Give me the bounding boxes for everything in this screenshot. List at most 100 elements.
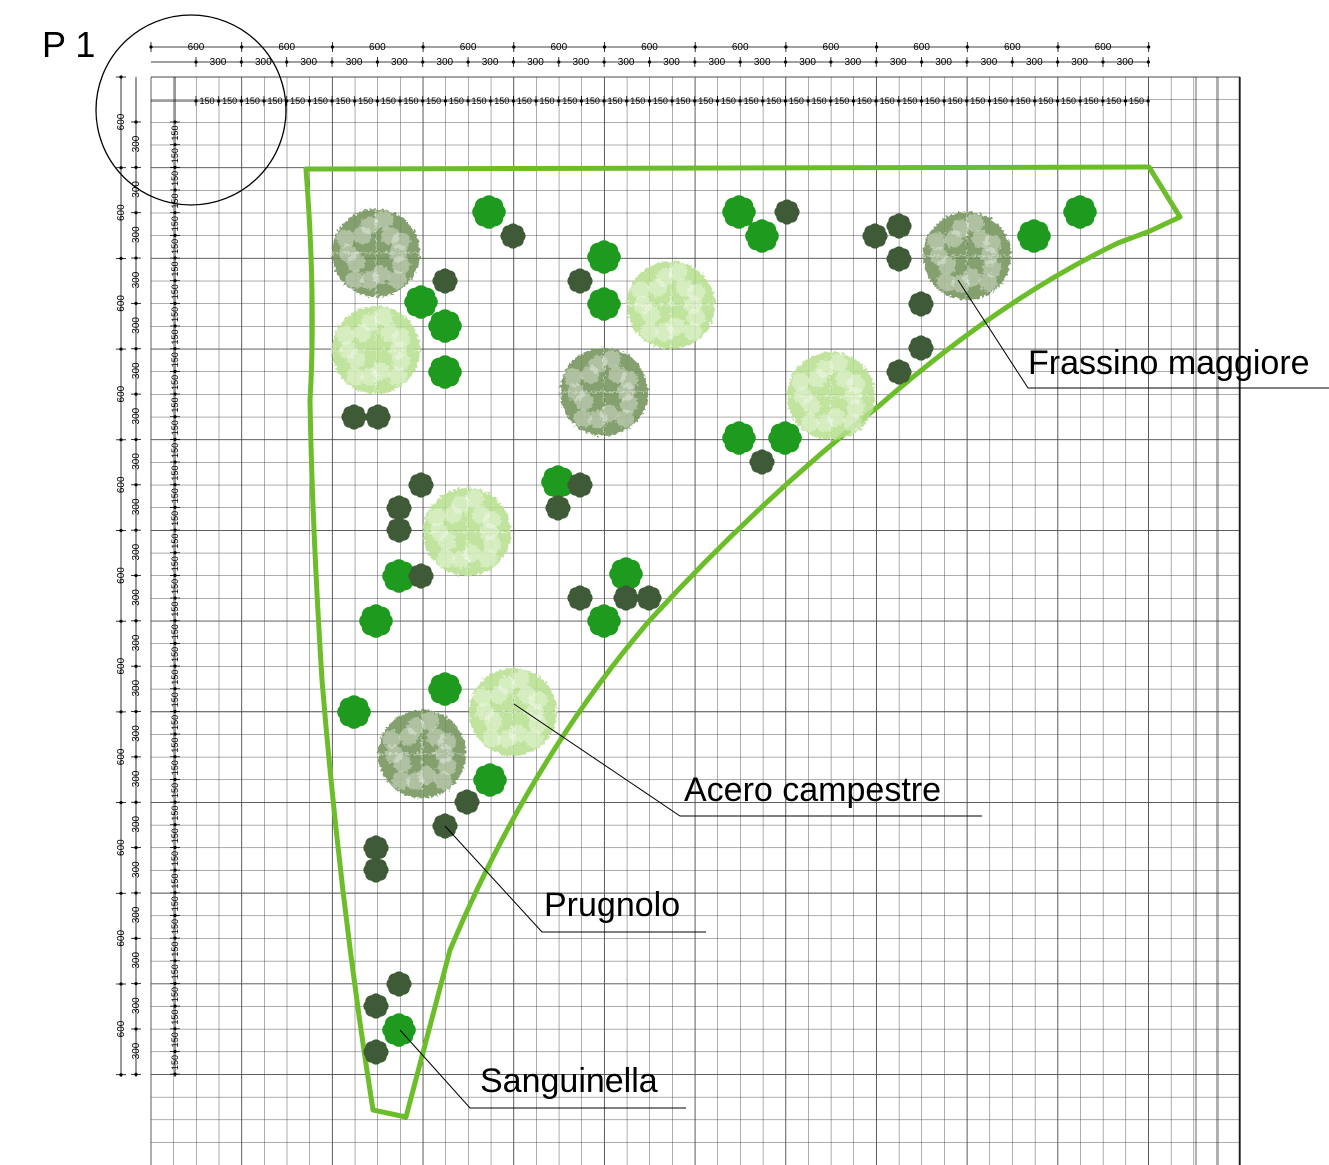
dimension-tick xyxy=(134,1072,138,1076)
dimension-label: 150 xyxy=(1084,96,1099,106)
dimension-label: 150 xyxy=(170,307,180,322)
shrub-sanguinella xyxy=(587,240,621,274)
shrub-prugnolo xyxy=(500,223,526,249)
dimension-tick xyxy=(173,596,177,600)
dimension-tick xyxy=(134,256,138,260)
dimension-tick xyxy=(173,211,177,215)
dimension-tick xyxy=(173,732,177,736)
dimension-label: 150 xyxy=(170,806,180,821)
dimension-label: 150 xyxy=(404,96,419,106)
dimension-label: 150 xyxy=(698,96,713,106)
shrub-prugnolo xyxy=(908,291,934,317)
dimension-label: 150 xyxy=(170,579,180,594)
dimension-label: 600 xyxy=(116,748,127,765)
dimension-label: 150 xyxy=(170,1055,180,1070)
dimension-tick xyxy=(134,891,138,895)
shrub-prugnolo xyxy=(341,404,367,430)
dimension-tick xyxy=(119,75,123,79)
dimension-tick xyxy=(173,936,177,940)
dimension-tick xyxy=(134,347,138,351)
shrub-sanguinella xyxy=(722,421,756,455)
dimension-tick xyxy=(173,845,177,850)
shrub-sanguinella xyxy=(428,309,462,343)
dimension-label: 600 xyxy=(732,42,749,53)
dimension-tick xyxy=(173,641,177,646)
dimension-label: 150 xyxy=(313,96,328,106)
dimension-label: 300 xyxy=(1026,57,1043,68)
dimension-tick xyxy=(173,324,177,328)
dimension-tick xyxy=(173,891,177,895)
dimension-label: 150 xyxy=(744,96,759,106)
dimension-label: 300 xyxy=(131,1042,142,1059)
shrub-prugnolo xyxy=(613,585,639,611)
shrub-sanguinella xyxy=(541,465,575,499)
dimension-label: 300 xyxy=(663,57,680,68)
dimension-label: 150 xyxy=(925,96,940,106)
dimension-tick xyxy=(173,505,177,509)
tree-acero-campestre xyxy=(332,306,420,394)
dimension-tick xyxy=(173,777,177,782)
dimension-tick xyxy=(134,664,138,668)
dimension-label: 150 xyxy=(170,216,180,231)
dimension-label: 150 xyxy=(199,96,214,106)
dimension-tick xyxy=(173,233,177,237)
dimension-tick xyxy=(173,709,177,714)
dimension-label: 600 xyxy=(369,42,386,53)
dimension-label: 150 xyxy=(170,647,180,662)
dimension-label: 150 xyxy=(834,96,849,106)
shrub-sanguinella xyxy=(337,695,371,729)
dimension-label: 300 xyxy=(300,57,317,68)
shrub-sanguinella xyxy=(472,195,506,229)
label-prugnolo: Prugnolo xyxy=(544,886,680,924)
dimension-label: 150 xyxy=(245,96,260,106)
dimension-label: 150 xyxy=(170,511,180,526)
dimension-tick xyxy=(119,710,123,714)
dimension-tick xyxy=(173,188,177,192)
dimension-label: 300 xyxy=(131,679,142,696)
dimension-label: 300 xyxy=(131,952,142,969)
dimension-tick xyxy=(173,143,177,147)
dimension-label: 150 xyxy=(170,330,180,345)
dimension-label: 600 xyxy=(116,113,127,130)
dimension-label: 150 xyxy=(812,96,827,106)
dimension-label: 150 xyxy=(630,96,645,106)
dimension-label: 300 xyxy=(391,57,408,68)
shrub-prugnolo xyxy=(363,857,389,883)
tree-frassino-maggiore xyxy=(378,710,466,798)
dimension-label: 150 xyxy=(562,96,577,106)
dimension-label: 300 xyxy=(131,815,142,832)
dimension-label: 300 xyxy=(131,453,142,470)
dimension-label: 150 xyxy=(170,556,180,571)
dimension-label: 150 xyxy=(1129,96,1144,106)
dimension-label: 600 xyxy=(116,930,127,947)
dimension-label: 600 xyxy=(1095,42,1112,53)
legend-prugnolo: Prugnolo xyxy=(444,825,706,933)
dimension-tick xyxy=(173,120,177,124)
dimension-tick xyxy=(173,369,177,373)
dimension-label: 150 xyxy=(585,96,600,106)
shrub-sanguinella xyxy=(768,421,802,455)
dimension-label: 300 xyxy=(131,543,142,560)
dimension-label: 300 xyxy=(131,226,142,243)
tree-acero-campestre xyxy=(469,668,557,756)
dimension-label: 600 xyxy=(116,476,127,493)
tree-acero-campestre xyxy=(423,488,511,576)
dimension-label: 150 xyxy=(170,171,180,186)
dimension-tick xyxy=(134,120,138,124)
planting-boundary xyxy=(303,164,1183,1120)
shrub-sanguinella xyxy=(745,219,779,253)
dimension-tick xyxy=(173,1049,177,1054)
dimension-tick xyxy=(173,483,177,487)
dimension-tick xyxy=(119,347,123,351)
dimension-tick xyxy=(119,982,123,986)
dimension-label: 150 xyxy=(170,148,180,163)
shrub-prugnolo xyxy=(386,971,412,997)
dimension-label: 150 xyxy=(170,466,180,481)
dimension-label: 300 xyxy=(981,57,998,68)
dimension-label: 300 xyxy=(131,317,142,334)
shrub-prugnolo xyxy=(774,199,800,225)
dimension-label: 600 xyxy=(116,657,127,674)
dimension-label: 150 xyxy=(170,896,180,911)
dimension-label: 150 xyxy=(170,828,180,843)
